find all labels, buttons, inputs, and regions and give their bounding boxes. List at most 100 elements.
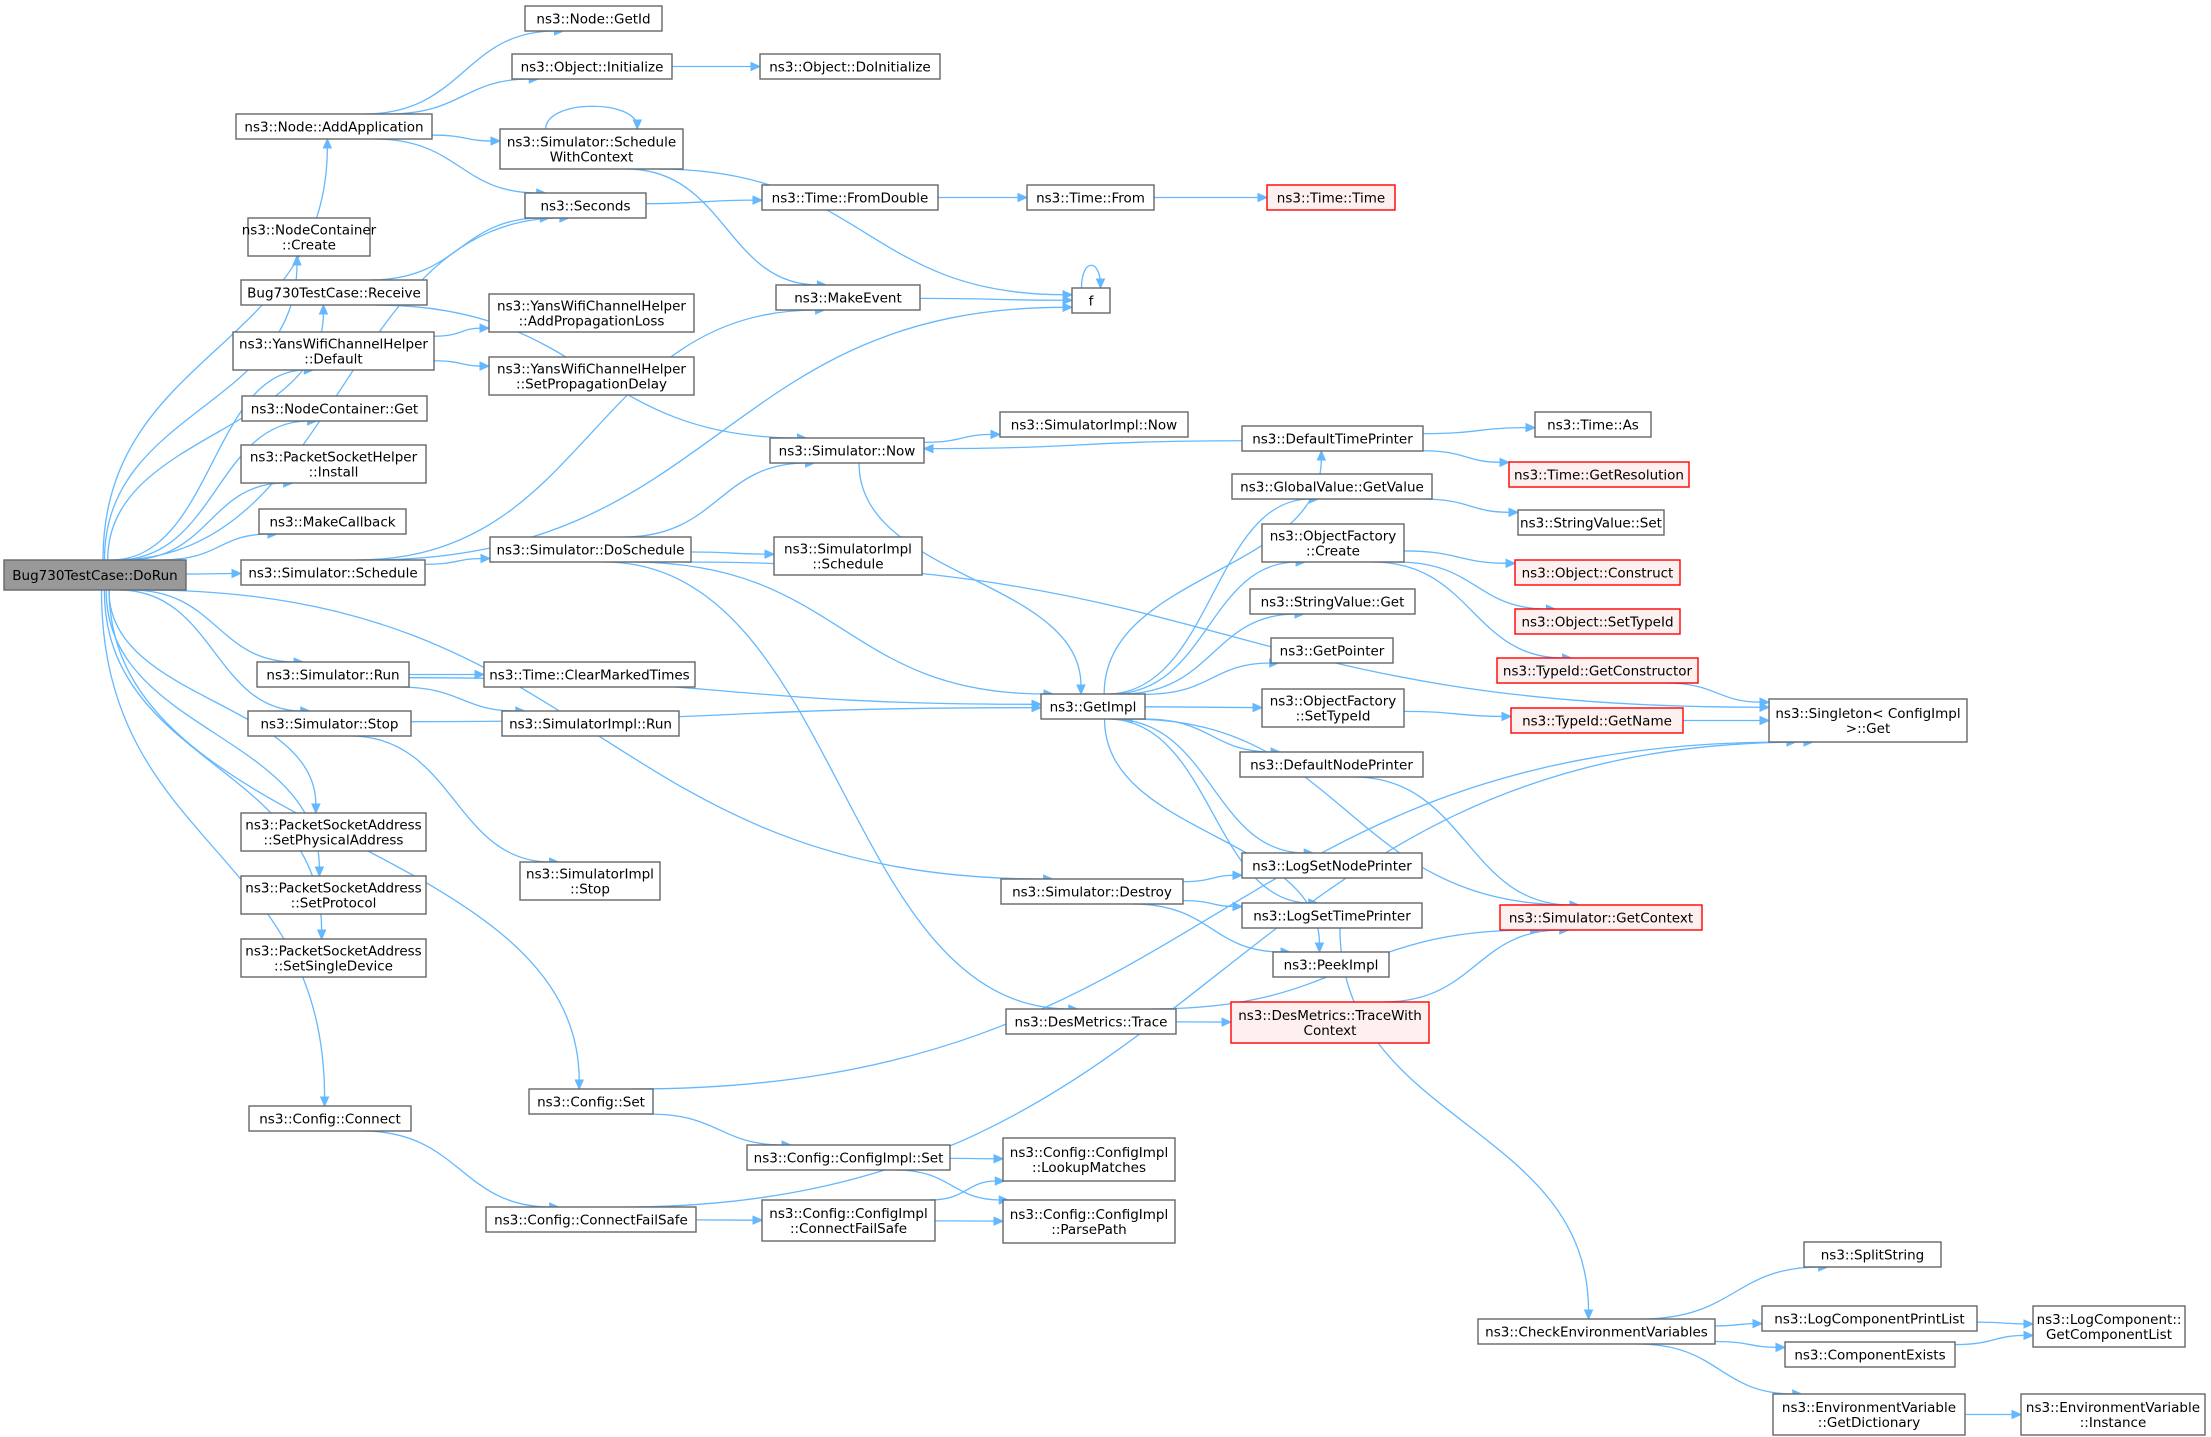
node-label: ns3::Time::As <box>1547 418 1639 434</box>
call-edge-root-cfgconnect <box>100 589 326 1099</box>
node-label: ns3::SimulatorImpl::Now <box>1011 418 1177 434</box>
node-getimpl[interactable]: ns3::GetImpl <box>1040 693 1146 720</box>
node-root[interactable]: Bug730TestCase::DoRun <box>3 559 187 591</box>
node-desmtrace[interactable]: ns3::DesMetrics::Trace <box>1005 1008 1177 1035</box>
node-cfgimplset[interactable]: ns3::Config::ConfigImpl::Set <box>746 1144 951 1171</box>
node-box <box>241 395 428 422</box>
node-ofsettypeid[interactable]: ns3::ObjectFactory::SetTypeId <box>1261 688 1405 728</box>
node-objconstruct[interactable]: ns3::Object::Construct <box>1514 559 1681 586</box>
node-getres[interactable]: ns3::Time::GetResolution <box>1508 461 1690 488</box>
node-cfgcfs[interactable]: ns3::Config::ConnectFailSafe <box>485 1206 697 1233</box>
node-label: ns3::PacketSocketAddress <box>245 944 421 960</box>
node-timefrom[interactable]: ns3::Time::From <box>1026 184 1155 211</box>
node-lookup[interactable]: ns3::Config::ConfigImpl::LookupMatches <box>1002 1137 1176 1182</box>
node-box <box>240 444 427 484</box>
node-compexists[interactable]: ns3::ComponentExists <box>1784 1341 1956 1368</box>
node-singleton[interactable]: ns3::Singleton< ConfigImpl >::Get <box>1768 698 1968 743</box>
node-dosched[interactable]: ns3::Simulator::DoSchedule <box>489 536 692 563</box>
node-objdoinit[interactable]: ns3::Object::DoInitialize <box>759 53 941 80</box>
node-box <box>1499 904 1703 931</box>
node-logsettp[interactable]: ns3::LogSetTimePrinter <box>1241 902 1423 929</box>
node-label: ns3::Simulator::Destroy <box>1012 885 1172 901</box>
node-getctx[interactable]: ns3::Simulator::GetContext <box>1499 904 1703 931</box>
node-cfgconnect[interactable]: ns3::Config::Connect <box>248 1105 412 1132</box>
node-addapp[interactable]: ns3::Node::AddApplication <box>235 113 433 140</box>
node-parsepath[interactable]: ns3::Config::ConfigImpl::ParsePath <box>1002 1199 1176 1244</box>
node-ofcreate[interactable]: ns3::ObjectFactory::Create <box>1261 523 1405 563</box>
node-label: ns3::Config::ConfigImpl <box>769 1206 927 1222</box>
arrowhead-icon <box>474 669 486 680</box>
node-implsched[interactable]: ns3::SimulatorImpl::Schedule <box>773 536 923 576</box>
call-edge-root-nccreate <box>103 263 298 561</box>
node-simnow[interactable]: ns3::Simulator::Now <box>769 437 925 464</box>
arrowhead-icon <box>311 803 321 815</box>
node-label: ns3::StringValue::Get <box>1261 595 1405 611</box>
node-getptr[interactable]: ns3::GetPointer <box>1270 637 1394 664</box>
node-timetime[interactable]: ns3::Time::Time <box>1266 184 1396 211</box>
node-box <box>247 710 412 737</box>
node-getname[interactable]: ns3::TypeId::GetName <box>1510 707 1684 734</box>
node-envinst[interactable]: ns3::EnvironmentVariable::Instance <box>2020 1393 2206 1436</box>
arrowhead-icon <box>1316 449 1327 461</box>
node-simsched[interactable]: ns3::Simulator::Schedule <box>240 559 426 586</box>
node-peekimpl[interactable]: ns3::PeekImpl <box>1272 951 1390 978</box>
node-makecb[interactable]: ns3::MakeCallback <box>258 508 407 535</box>
node-label: ns3::LogSetTimePrinter <box>1253 909 1411 925</box>
node-box <box>1517 509 1665 536</box>
node-getid[interactable]: ns3::Node::GetId <box>524 5 663 32</box>
call-edge-ofsettypeid-getname <box>1403 710 1504 718</box>
node-label: WithContext <box>550 150 634 166</box>
node-makeevent[interactable]: ns3::MakeEvent <box>775 284 921 311</box>
node-f[interactable]: f <box>1071 287 1111 314</box>
node-psasingle[interactable]: ns3::PacketSocketAddress::SetSingleDevic… <box>240 938 427 978</box>
call-edge-dosched-simnow <box>622 462 807 538</box>
node-label: ns3::Time::FromDouble <box>772 191 929 207</box>
node-cfgset[interactable]: ns3::Config::Set <box>528 1088 654 1115</box>
node-label: ::Install <box>309 465 359 481</box>
node-box <box>240 279 428 306</box>
node-objinit[interactable]: ns3::Object::Initialize <box>511 53 673 80</box>
node-svset[interactable]: ns3::StringValue::Set <box>1517 509 1665 536</box>
node-objsettypeid[interactable]: ns3::Object::SetTypeId <box>1514 608 1681 635</box>
node-lcprint[interactable]: ns3::LogComponentPrintList <box>1761 1305 1978 1332</box>
node-fromdouble[interactable]: ns3::Time::FromDouble <box>761 184 939 211</box>
node-receive[interactable]: Bug730TestCase::Receive <box>240 279 428 306</box>
arrowhead-icon <box>574 1079 584 1091</box>
call-edge-root-yansdef <box>110 369 306 561</box>
node-logsetnp[interactable]: ns3::LogSetNodePrinter <box>1241 852 1423 879</box>
node-addprop[interactable]: ns3::YansWifiChannelHelper::AddPropagati… <box>488 293 695 333</box>
node-defnp[interactable]: ns3::DefaultNodePrinter <box>1239 751 1424 778</box>
node-psaproto[interactable]: ns3::PacketSocketAddress::SetProtocol <box>240 875 427 915</box>
node-simstop[interactable]: ns3::Simulator::Stop <box>247 710 412 737</box>
node-splitstr[interactable]: ns3::SplitString <box>1803 1241 1942 1268</box>
node-timeas[interactable]: ns3::Time::As <box>1534 411 1652 438</box>
node-gvget[interactable]: ns3::GlobalValue::GetValue <box>1231 473 1433 500</box>
node-svget[interactable]: ns3::StringValue::Get <box>1249 588 1416 615</box>
node-psinstall[interactable]: ns3::PacketSocketHelper::Install <box>240 444 427 484</box>
node-getctor[interactable]: ns3::TypeId::GetConstructor <box>1496 657 1699 684</box>
node-simimplnow[interactable]: ns3::SimulatorImpl::Now <box>999 411 1189 438</box>
node-label: ns3::SplitString <box>1821 1248 1925 1264</box>
node-box <box>1784 1341 1956 1368</box>
node-seconds[interactable]: ns3::Seconds <box>524 192 647 219</box>
node-box <box>1000 878 1184 905</box>
node-implstop[interactable]: ns3::SimulatorImpl::Stop <box>519 861 661 901</box>
node-implrun[interactable]: ns3::SimulatorImpl::Run <box>501 710 680 737</box>
node-deftp[interactable]: ns3::DefaultTimePrinter <box>1241 425 1424 452</box>
node-yansdef[interactable]: ns3::YansWifiChannelHelper::Default <box>232 331 435 371</box>
node-checkenv[interactable]: ns3::CheckEnvironmentVariables <box>1477 1318 1716 1345</box>
node-simdestroy[interactable]: ns3::Simulator::Destroy <box>1000 878 1184 905</box>
node-setprop[interactable]: ns3::YansWifiChannelHelper::SetPropagati… <box>488 356 695 396</box>
call-edge-checkenv-splitstr <box>1641 1266 1820 1320</box>
node-psaphys[interactable]: ns3::PacketSocketAddress::SetPhysicalAdd… <box>240 812 427 852</box>
node-ncget[interactable]: ns3::NodeContainer::Get <box>241 395 428 422</box>
node-simrun[interactable]: ns3::Simulator::Run <box>256 661 410 688</box>
call-edge-cfgset-cfgimplset <box>648 1113 784 1146</box>
node-lcgetlist[interactable]: ns3::LogComponent::GetComponentList <box>2032 1305 2186 1348</box>
node-clearmarked[interactable]: ns3::Time::ClearMarkedTimes <box>483 661 696 688</box>
node-implcfs[interactable]: ns3::Config::ConfigImpl::ConnectFailSafe <box>761 1199 936 1242</box>
node-nccreate[interactable]: ns3::NodeContainer::Create <box>242 217 377 257</box>
node-envgetdict[interactable]: ns3::EnvironmentVariable::GetDictionary <box>1772 1393 1966 1436</box>
